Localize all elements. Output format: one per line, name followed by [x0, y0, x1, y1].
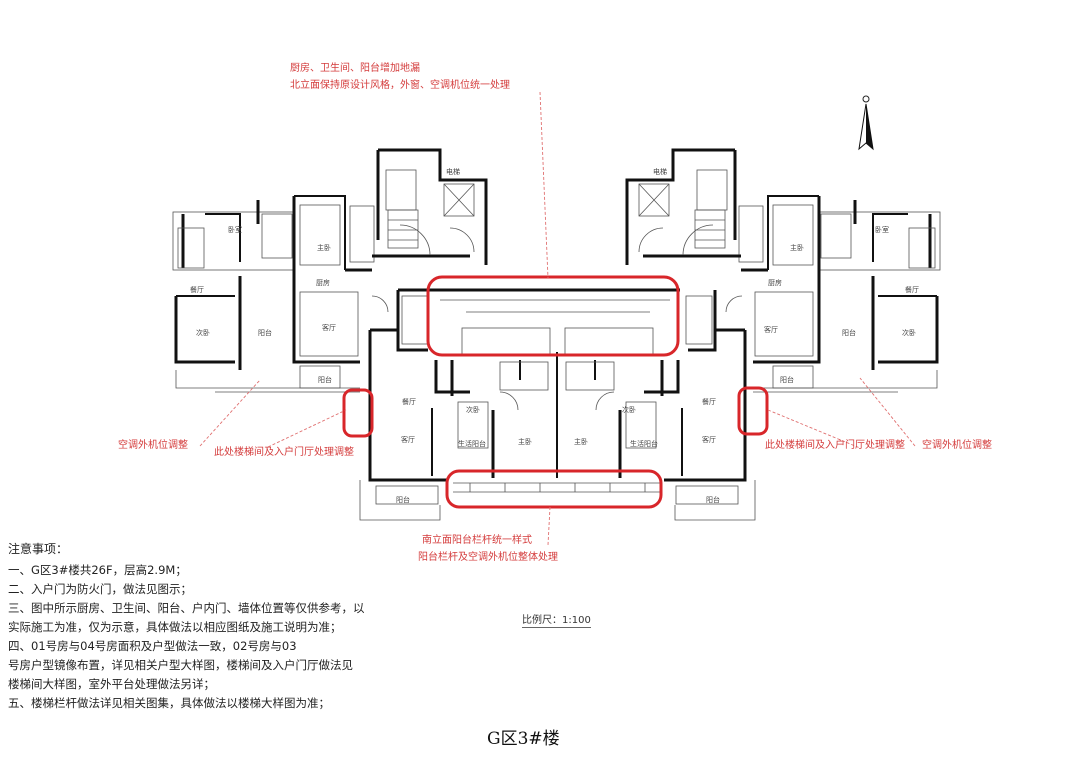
- room-label: 生活阳台: [630, 439, 658, 448]
- center-block-walls: [359, 288, 756, 521]
- room-label: 餐厅: [190, 285, 204, 294]
- annotation-left-mid: 此处楼梯间及入户门厅处理调整: [214, 445, 354, 458]
- room-label: 阳台: [318, 375, 332, 384]
- cloud-bottom-center: [445, 469, 663, 509]
- annotation-top-2: 北立面保持原设计风格，外窗、空调机位统一处理: [290, 78, 510, 91]
- room-label: 餐厅: [402, 397, 416, 406]
- room-label: 电梯: [446, 167, 460, 176]
- room-label: 厨房: [768, 278, 782, 287]
- room-label: 次卧: [466, 405, 480, 414]
- cloud-top-center: [426, 275, 680, 357]
- room-label: 生活阳台: [458, 439, 486, 448]
- design-notes: 注意事项： 一、G区3#楼共26F，层高2.9M； 二、入户门为防火门，做法见图…: [8, 540, 438, 713]
- annotation-right-far: 空调外机位调整: [922, 438, 992, 451]
- notes-title: 注意事项：: [8, 542, 69, 556]
- room-label: 次卧: [902, 328, 916, 337]
- room-label: 次卧: [622, 405, 636, 414]
- red-leader-lines: [199, 91, 916, 546]
- room-label: 阳台: [780, 375, 794, 384]
- room-labels: 卧室 主卧 餐厅 次卧 阳台 客厅 厨房 阳台 电梯 餐厅 客厅 主卧 主卧 客…: [190, 167, 919, 504]
- north-arrow-icon: [858, 95, 874, 151]
- room-label: 阳台: [842, 328, 856, 337]
- note-line: 五、楼梯栏杆做法详见相关图集，具体做法以楼梯大样图为准；: [8, 696, 330, 710]
- room-label: 客厅: [322, 323, 336, 332]
- note-line: 一、G区3#楼共26F，层高2.9M；: [8, 563, 187, 577]
- building-title: G区3#楼: [487, 729, 560, 749]
- note-line: 二、入户门为防火门，做法见图示；: [8, 582, 192, 596]
- left-wing-walls: [172, 148, 488, 393]
- room-label: 阳台: [396, 495, 410, 504]
- room-label: 餐厅: [905, 285, 919, 294]
- room-label: 客厅: [702, 435, 716, 444]
- room-label: 阳台: [258, 328, 272, 337]
- note-line: 四、01号房与04号房面积及户型做法一致，02号房与03: [8, 639, 297, 653]
- room-label: 客厅: [401, 435, 415, 444]
- red-annotations: 厨房、卫生间、阳台增加地漏 北立面保持原设计风格，外窗、空调机位统一处理 空调外…: [118, 61, 992, 563]
- room-label: 次卧: [196, 328, 210, 337]
- room-label: 主卧: [518, 437, 532, 446]
- scale-label: 比例尺：1:100: [522, 611, 591, 628]
- room-label: 厨房: [316, 278, 330, 287]
- annotation-top-1: 厨房、卫生间、阳台增加地漏: [290, 61, 420, 74]
- note-line: 号房户型镜像布置，详见相关户型大样图，楼梯间及入户门厅做法见: [8, 658, 353, 672]
- room-label: 主卧: [317, 243, 331, 252]
- annotation-left-far: 空调外机位调整: [118, 438, 188, 451]
- room-label: 阳台: [706, 495, 720, 504]
- room-label: 主卧: [790, 243, 804, 252]
- cloud-left: [342, 388, 374, 438]
- room-label: 餐厅: [702, 397, 716, 406]
- annotation-bottom-1: 南立面阳台栏杆统一样式: [422, 533, 532, 546]
- annotation-bottom-2: 阳台栏杆及空调外机位整体处理: [418, 550, 558, 563]
- room-label: 客厅: [764, 325, 778, 334]
- room-label: 卧室: [228, 225, 242, 234]
- note-line: 三、图中所示厨房、卫生间、阳台、户内门、墙体位置等仅供参考，以: [8, 601, 365, 615]
- annotation-right-mid: 此处楼梯间及入户门厅处理调整: [765, 438, 905, 451]
- note-line: 楼梯间大样图，室外平台处理做法另详；: [8, 677, 215, 691]
- cloud-right: [737, 386, 769, 436]
- red-markup-clouds: [342, 275, 769, 509]
- note-line: 实际施工为准，仅为示意，具体做法以相应图纸及施工说明为准；: [8, 620, 342, 634]
- right-wing-walls: [625, 148, 941, 393]
- room-label: 主卧: [574, 437, 588, 446]
- room-label: 卧室: [875, 225, 889, 234]
- room-label: 电梯: [653, 167, 667, 176]
